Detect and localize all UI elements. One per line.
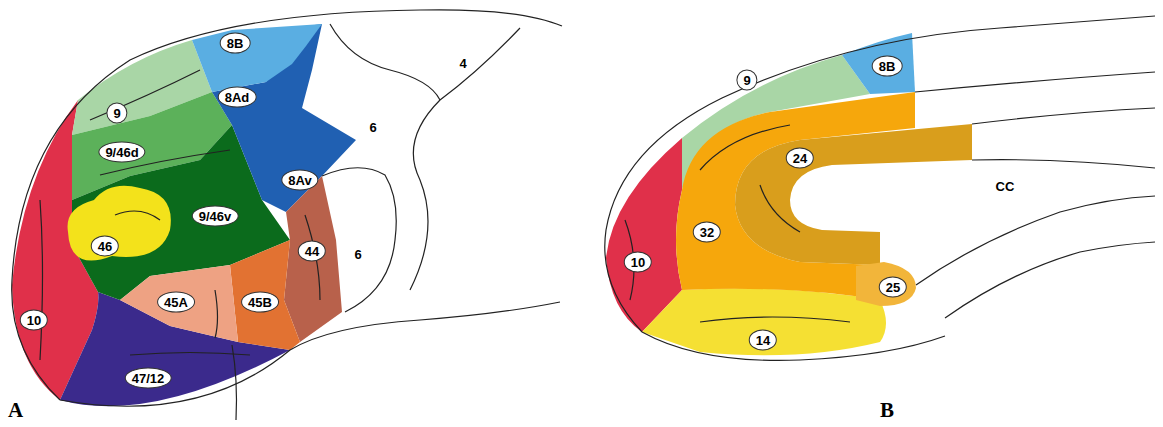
area-24-region (735, 124, 972, 265)
area-number: 4 (457, 56, 468, 71)
area-number: 9 (106, 103, 127, 124)
callosum-line (972, 160, 1155, 168)
area-number: 10 (624, 252, 652, 273)
area-number: 6 (352, 247, 363, 262)
callosum-line (972, 108, 1155, 124)
area-number: 8Av (281, 170, 318, 191)
area-44-region (284, 176, 342, 342)
area-number: 8B (220, 33, 251, 54)
area-number: 24 (786, 148, 814, 169)
area-45B-region (230, 240, 300, 350)
area-number: 14 (749, 330, 777, 351)
area-number: 9/46d (98, 142, 145, 163)
sulcus-line (215, 290, 218, 338)
sulcus-line (760, 185, 800, 232)
area-number: 8Ad (218, 87, 257, 108)
callosum-line (915, 72, 1155, 92)
brain-outline (12, 10, 562, 400)
area-number: 8B (872, 56, 903, 77)
area-number: 45B (241, 292, 279, 313)
area-47-12-region (60, 292, 290, 406)
area-25-region (856, 262, 916, 306)
panel-letter: A (8, 400, 23, 421)
sulcus-line (40, 200, 43, 360)
brain-outline (605, 16, 1155, 332)
sulcus-line (115, 211, 160, 220)
area-8B-region (192, 24, 322, 92)
area-number: 9 (736, 70, 757, 91)
sulcus-line (700, 125, 790, 170)
area-number: 44 (298, 241, 326, 262)
area-number: 10 (20, 310, 48, 331)
sulcus-line (700, 317, 850, 322)
brain-outline (642, 332, 945, 360)
area-14-region (642, 288, 886, 355)
area-number: 6 (367, 120, 378, 135)
area-number: 32 (693, 222, 721, 243)
area-number: 45A (157, 292, 195, 313)
area-number: 47/12 (125, 368, 172, 389)
central-sulcus (410, 28, 520, 290)
medial-line (945, 242, 1155, 318)
brainstem-line (232, 345, 237, 420)
panel-letter: B (880, 400, 894, 421)
area-number: CC (994, 179, 1017, 194)
sulcus-line (130, 353, 250, 356)
area-46-region (68, 186, 171, 261)
sulcus-line (322, 168, 396, 312)
precentral-sulcus (330, 24, 440, 100)
area-number: 9/46v (192, 206, 239, 227)
area-number: 46 (91, 236, 119, 257)
medial-line (916, 196, 1155, 285)
area-45A-region (120, 265, 238, 342)
area-number: 25 (879, 277, 907, 298)
brain-outline (60, 302, 560, 406)
area-8B-region (842, 33, 915, 94)
